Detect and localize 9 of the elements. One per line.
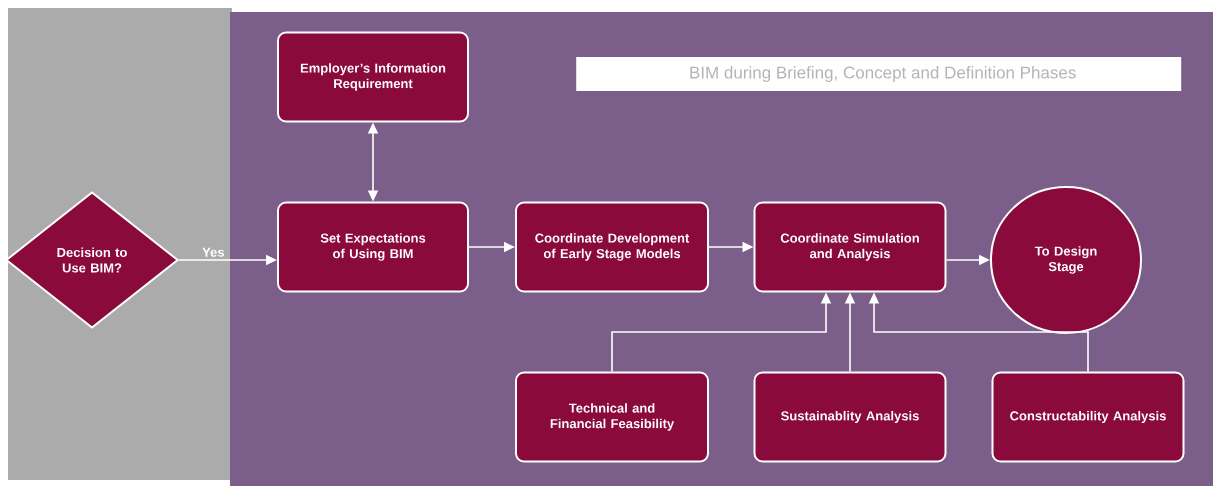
process-box: Sustainablity Analysis — [753, 371, 947, 463]
title-banner: BIM during Briefing, Concept and Definition Phases — [576, 57, 1182, 91]
edge-label: Yes — [202, 247, 224, 257]
process-box: Technical and Financial Feasibility — [515, 371, 709, 463]
process-box: Coordinate Simulation and Analysis — [753, 201, 947, 293]
process-box: Employer’s Information Requirement — [277, 31, 469, 123]
process-box: Coordinate Development of Early Stage Models — [515, 201, 709, 293]
process-box: Constructability Analysis — [991, 371, 1185, 463]
process-box: Set Expectations of Using BIM — [277, 201, 469, 293]
